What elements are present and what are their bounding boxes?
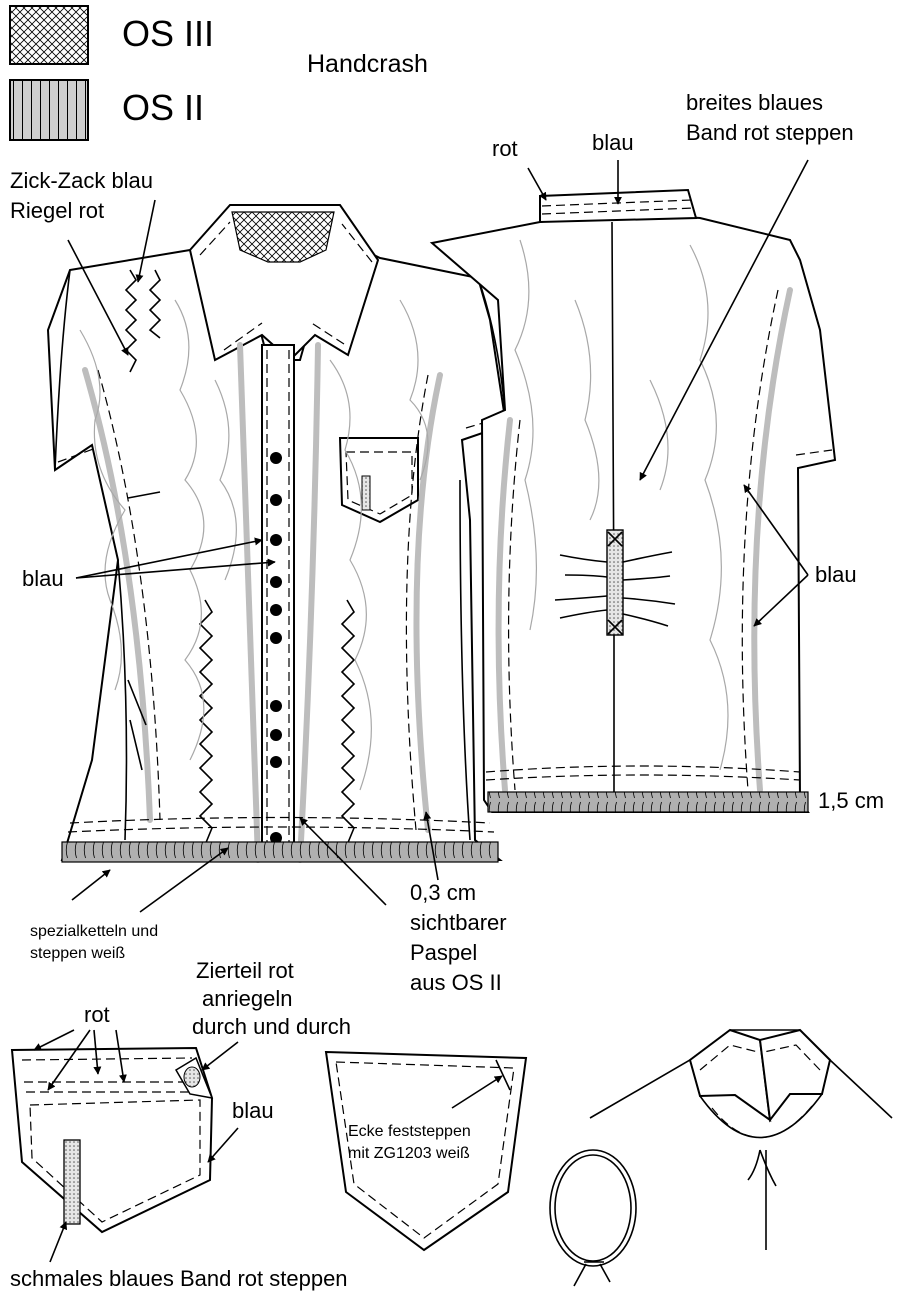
label-blau-back-side: blau bbox=[815, 562, 857, 587]
zigzag-stitch-lower-left bbox=[198, 599, 214, 846]
back-gathers bbox=[554, 551, 676, 627]
label-special-line2: steppen weiß bbox=[30, 945, 125, 962]
collar-detail bbox=[549, 1028, 893, 1287]
label-piping-line1: 0,3 cm bbox=[410, 880, 476, 905]
legend-swatch-os-ii bbox=[9, 79, 89, 141]
front-buttons bbox=[270, 452, 282, 844]
front-chest-pocket bbox=[338, 437, 419, 524]
label-rot-back: rot bbox=[492, 136, 518, 161]
label-special-line1: spezialketteln und bbox=[30, 923, 158, 940]
label-zigzag-line2: Riegel rot bbox=[10, 198, 104, 223]
front-shirt bbox=[46, 204, 508, 863]
back-wide-tape bbox=[606, 529, 624, 636]
pocket-left-narrow-tape bbox=[63, 1139, 81, 1225]
legend-label-os-ii: OS II bbox=[122, 87, 204, 128]
label-piping-line4: aus OS II bbox=[410, 970, 502, 995]
legend-label-os-iii: OS III bbox=[122, 13, 214, 54]
zigzag-stitch-upper bbox=[124, 269, 138, 373]
zigzag-stitch-lower-right bbox=[340, 599, 356, 846]
label-tape-line2: Band rot steppen bbox=[686, 120, 854, 145]
front-hem-rib bbox=[61, 841, 499, 863]
pocket-detail-middle bbox=[324, 1050, 528, 1252]
label-corner-line2: mit ZG1203 weiß bbox=[348, 1145, 470, 1162]
label-pocket-rot: rot bbox=[84, 1002, 110, 1027]
label-zigzag-line1: Zick-Zack blau bbox=[10, 168, 153, 193]
label-decor-line3: durch und durch bbox=[192, 1014, 351, 1039]
label-corner-line1: Ecke feststeppen bbox=[348, 1123, 471, 1140]
diagram-title: Handcrash bbox=[307, 50, 428, 78]
tie-loop bbox=[549, 1149, 637, 1267]
back-body-outline bbox=[429, 210, 837, 813]
label-blau-back-top: blau bbox=[592, 130, 634, 155]
collar-stand-os-iii bbox=[231, 211, 335, 263]
label-decor-line1: Zierteil rot bbox=[196, 958, 294, 983]
pocket-detail-left bbox=[10, 1046, 214, 1234]
label-decor-line2: anriegeln bbox=[202, 986, 293, 1011]
back-collar bbox=[539, 188, 698, 224]
legend-swatch-os-iii bbox=[9, 5, 89, 65]
back-shirt bbox=[429, 188, 837, 813]
label-tape-line1: breites blaues bbox=[686, 90, 823, 115]
legend: OS III OS II bbox=[9, 5, 214, 141]
label-piping-line2: sichtbarer bbox=[410, 910, 507, 935]
label-piping-line3: Paspel bbox=[410, 940, 477, 965]
label-pocket-blau: blau bbox=[232, 1098, 274, 1123]
label-narrow-tape: schmales blaues Band rot steppen bbox=[10, 1266, 348, 1291]
label-blau-front: blau bbox=[22, 566, 64, 591]
back-hem-rib bbox=[487, 791, 809, 813]
label-hem-width: 1,5 cm bbox=[818, 788, 884, 813]
